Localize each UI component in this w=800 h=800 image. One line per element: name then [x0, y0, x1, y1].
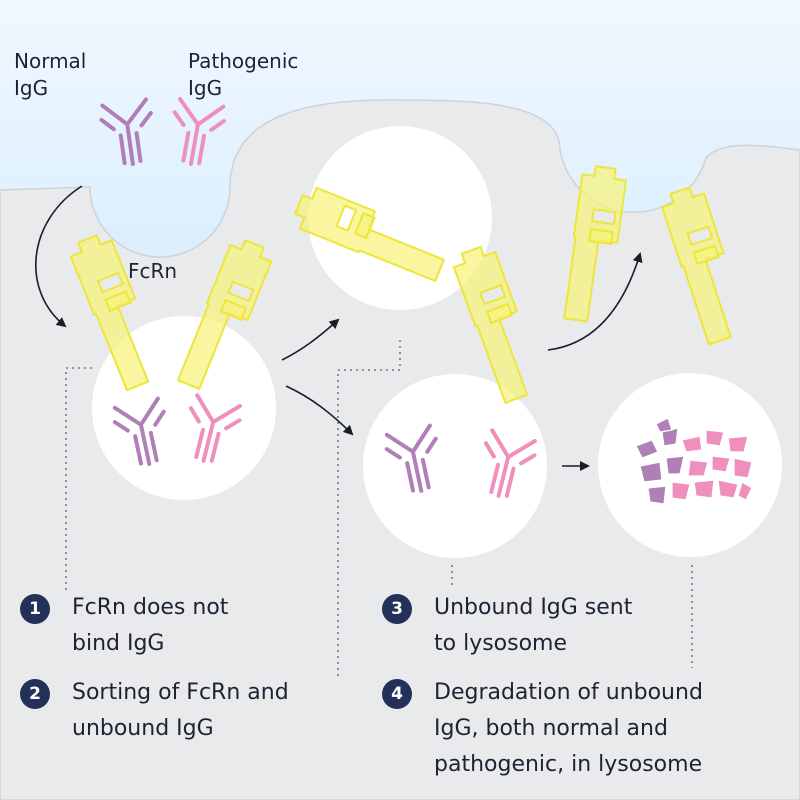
- arrow-icon: [281, 318, 340, 361]
- step-2: 2 Sorting of FcRn and unbound IgG: [20, 675, 289, 747]
- step-4: 4 Degradation of unbound IgG, both norma…: [382, 675, 703, 783]
- arrow-icon: [34, 185, 83, 328]
- step-3-badge: 3: [382, 594, 412, 624]
- process-arrows: [34, 185, 643, 471]
- pathogenic-igg-label: Pathogenic IgG: [188, 49, 299, 100]
- recycling-vesicle: [308, 126, 492, 310]
- step-1-text: FcRn does not bind IgG: [72, 595, 229, 656]
- step-1-badge: 1: [20, 594, 50, 624]
- leader-line-1: [65, 367, 92, 592]
- step-3-text: Unbound IgG sent to lysosome: [434, 595, 633, 656]
- arrow-icon: [285, 385, 354, 436]
- arrow-icon: [547, 252, 643, 351]
- step-4-text: Degradation of unbound IgG, both normal …: [434, 680, 703, 777]
- step-2-text: Sorting of FcRn and unbound IgG: [72, 680, 289, 741]
- leader-line-2: [337, 340, 401, 676]
- step-3: 3 Unbound IgG sent to lysosome: [382, 590, 632, 662]
- step-4-badge: 4: [382, 679, 412, 709]
- leader-lines: [65, 340, 693, 676]
- step-1: 1 FcRn does not bind IgG: [20, 590, 228, 662]
- lysosome-vesicle: [363, 374, 547, 558]
- normal-igg-label: Normal IgG: [14, 49, 87, 100]
- degraded-fragments-icon: [635, 417, 753, 505]
- fcrn-label: FcRn: [128, 259, 178, 283]
- step-2-badge: 2: [20, 679, 50, 709]
